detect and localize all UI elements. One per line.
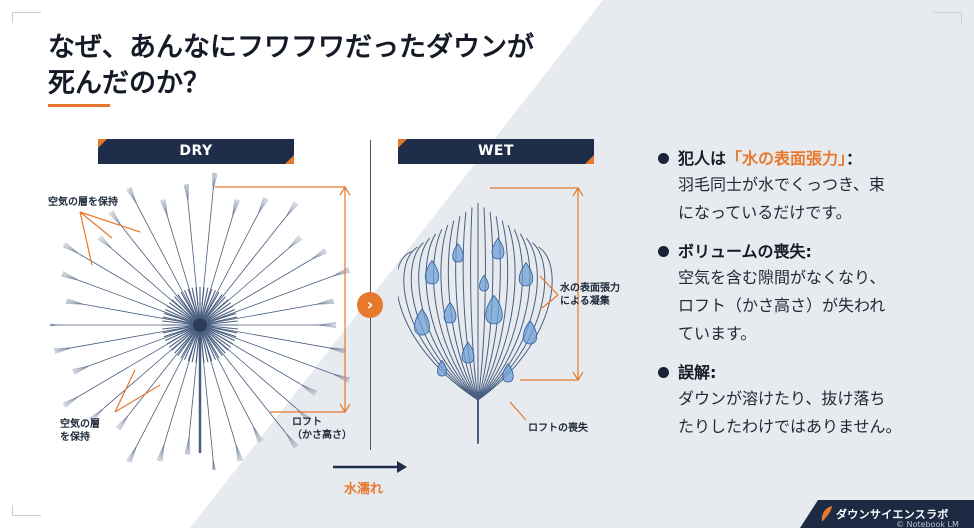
- brand-footer: ダウンサイエンスラボ © Notebook LM: [800, 500, 974, 528]
- explanation-heading: 犯人は「水の表面張力」：: [678, 146, 956, 171]
- page-title: なぜ、あんなにフワフワだったダウンが 死んだのか？: [48, 30, 534, 102]
- bullet-dot-icon: [658, 246, 669, 257]
- wet-label: WET: [398, 139, 594, 164]
- explanation-body: 羽毛同士が水でくっつき、束 になっているだけです。: [678, 171, 956, 227]
- wet-loft-loss-label: ロフトの喪失: [528, 422, 588, 435]
- wet-surface-tension-label-line-2: による凝集: [560, 295, 620, 308]
- dry-loft-label-line-1: ロフト: [292, 416, 352, 429]
- explanation-body-line: ロフト（かさ高さ）が失われ: [678, 292, 956, 320]
- water-droplet: [425, 261, 439, 284]
- explanation-item-volume-loss: ボリュームの喪失: 空気を含む隙間がなくなり、 ロフト（かさ高さ）が失われ てい…: [656, 239, 956, 348]
- explanation-list: 犯人は「水の表面張力」： 羽毛同士が水でくっつき、束 になっているだけです。 ボ…: [656, 146, 956, 453]
- explanation-body-line: 空気を含む隙間がなくなり、: [678, 264, 956, 292]
- dry-air-layer-label-bottom-line-1: 空気の層: [60, 418, 100, 431]
- dry-air-layer-label-bottom: 空気の層 を保持: [60, 418, 100, 444]
- heading-prefix: 犯人は: [678, 149, 726, 168]
- dry-annotation-arrows: [40, 180, 370, 440]
- frame-corner-top-right: [933, 12, 962, 23]
- explanation-body-line: ています。: [678, 320, 956, 348]
- explanation-heading: ボリュームの喪失:: [678, 239, 956, 264]
- frame-corner-bottom-left: [12, 505, 41, 516]
- explanation-body: ダウンが溶けたり、抜け落ち たりしたわけではありません。: [678, 385, 956, 441]
- bullet-dot-icon: [658, 153, 669, 164]
- dry-loft-label-line-2: （かさ高さ）: [292, 429, 352, 442]
- explanation-body-line: 羽毛同士が水でくっつき、束: [678, 171, 956, 199]
- explanation-item-culprit: 犯人は「水の表面張力」： 羽毛同士が水でくっつき、束 になっているだけです。: [656, 146, 956, 227]
- wet-surface-tension-label: 水の表面張力 による凝集: [560, 282, 620, 308]
- wet-surface-tension-label-line-1: 水の表面張力: [560, 282, 620, 295]
- heading-accent: 「水の表面張力」: [726, 149, 846, 168]
- explanation-heading: 誤解:: [678, 360, 956, 385]
- arrow-right-icon: [333, 460, 409, 474]
- bullet-dot-icon: [658, 367, 669, 378]
- water-droplet: [438, 360, 447, 376]
- dry-label: DRY: [98, 139, 294, 164]
- heading-suffix: ：: [846, 149, 862, 168]
- frame-corner-top-left: [12, 12, 41, 23]
- page-title-line-1: なぜ、あんなにフワフワだったダウンが: [48, 30, 534, 66]
- explanation-body-line: ダウンが溶けたり、抜け落ち: [678, 385, 956, 413]
- wet-transition-label: 水濡れ: [344, 478, 383, 497]
- explanation-item-misconception: 誤解: ダウンが溶けたり、抜け落ち たりしたわけではありません。: [656, 360, 956, 441]
- water-droplet: [453, 244, 464, 262]
- chevron-right-icon: ›: [357, 292, 383, 318]
- feather-logo-icon: [820, 505, 834, 523]
- page-title-line-2: 死んだのか？: [48, 66, 534, 102]
- water-droplet: [444, 302, 456, 323]
- wet-annotation-arrows: [480, 180, 590, 440]
- water-droplet: [462, 342, 474, 363]
- dry-air-layer-label-top: 空気の層を保持: [48, 196, 118, 209]
- explanation-body-line: たりしたわけではありません。: [678, 413, 956, 441]
- dry-loft-label: ロフト （かさ高さ）: [292, 416, 352, 442]
- explanation-body: 空気を含む隙間がなくなり、 ロフト（かさ高さ）が失われ ています。: [678, 264, 956, 348]
- explanation-body-line: になっているだけです。: [678, 199, 956, 227]
- dry-air-layer-label-bottom-line-2: を保持: [60, 431, 100, 444]
- title-underline: [48, 104, 110, 107]
